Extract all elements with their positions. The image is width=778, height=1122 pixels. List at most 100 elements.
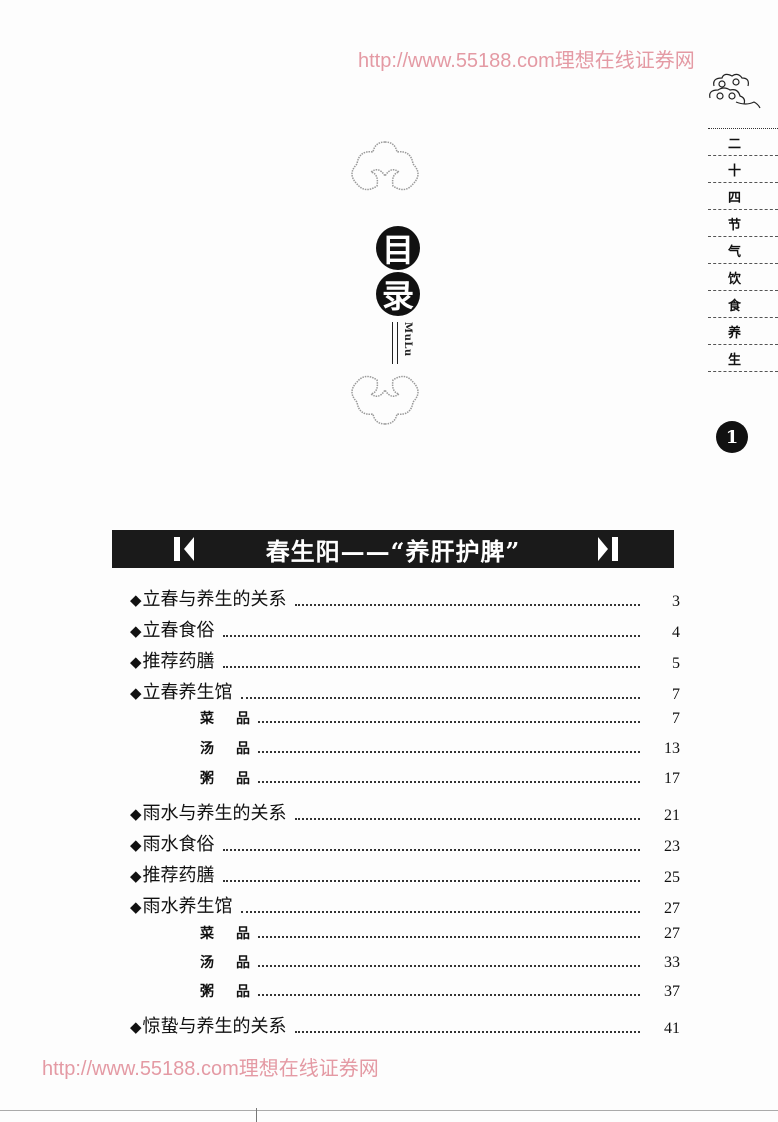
toc-subentry[interactable]: 汤 品 13 bbox=[130, 738, 680, 758]
toc-subentry[interactable]: 菜 品 27 bbox=[130, 923, 680, 943]
diamond-bullet-icon: ◆ bbox=[130, 898, 142, 916]
leader-dots bbox=[222, 666, 640, 668]
leader-dots bbox=[258, 721, 640, 723]
leader-dots bbox=[258, 936, 640, 938]
toc-entry-label: 立春与养生的关系 bbox=[142, 589, 287, 610]
toc-entry[interactable]: ◆立春食俗 4 bbox=[130, 616, 680, 642]
toc-entry-page: 23 bbox=[664, 838, 680, 855]
side-char: 四 bbox=[708, 183, 778, 210]
toc-subentry[interactable]: 粥 品 37 bbox=[130, 981, 680, 1001]
diamond-bullet-icon: ◆ bbox=[130, 805, 142, 823]
cloud-ornament-icon bbox=[351, 141, 419, 191]
page-number-badge: 1 bbox=[716, 421, 748, 453]
toc-entry-page: 41 bbox=[664, 1020, 680, 1037]
toc-entry-label: 雨水与养生的关系 bbox=[142, 803, 287, 824]
diamond-bullet-icon: ◆ bbox=[130, 653, 142, 671]
leader-dots bbox=[258, 781, 640, 783]
toc-entry-page: 3 bbox=[672, 593, 680, 610]
toc-entry-page: 7 bbox=[672, 686, 680, 703]
toc-entry-page: 5 bbox=[672, 655, 680, 672]
toc-subentry-label: 菜 bbox=[200, 711, 214, 727]
toc-entry-page: 21 bbox=[664, 807, 680, 824]
diamond-bullet-icon: ◆ bbox=[130, 1018, 142, 1036]
toc-entry[interactable]: ◆雨水与养生的关系 21 bbox=[130, 799, 680, 825]
toc-subentry-label: 品 bbox=[236, 771, 250, 787]
side-char: 生 bbox=[708, 345, 778, 372]
side-char: 节 bbox=[708, 210, 778, 237]
watermark-bottom-link[interactable]: http://www.55188.com理想在线证券网 bbox=[42, 1058, 379, 1080]
toc-entry-label: 推荐药膳 bbox=[142, 865, 215, 886]
toc-subentry-label: 粥 bbox=[200, 771, 214, 787]
toc-entry[interactable]: ◆惊蛰与养生的关系 41 bbox=[130, 1012, 680, 1038]
toc-entry-label: 立春食俗 bbox=[142, 620, 215, 641]
toc-entry-page: 4 bbox=[672, 624, 680, 641]
leader-dots bbox=[258, 994, 640, 996]
cloud-ornament-icon bbox=[351, 375, 419, 425]
toc-subentry-label: 品 bbox=[236, 984, 250, 1000]
toc-entry[interactable]: ◆推荐药膳 5 bbox=[130, 647, 680, 673]
toc-entry-page: 7 bbox=[672, 710, 680, 727]
section-title: 春生阳——“养肝护脾” bbox=[265, 536, 521, 566]
toc-entry-page: 27 bbox=[664, 900, 680, 917]
diamond-bullet-icon: ◆ bbox=[130, 867, 142, 885]
emblem-char-mu: 目 bbox=[376, 226, 420, 270]
leader-dots bbox=[294, 1031, 640, 1033]
toc-entry-label: 惊蛰与养生的关系 bbox=[142, 1016, 287, 1037]
toc-entry-label: 推荐药膳 bbox=[142, 651, 215, 672]
leader-dots bbox=[222, 635, 640, 637]
side-char: 气 bbox=[708, 237, 778, 264]
toc-entry-page: 13 bbox=[664, 740, 680, 757]
side-char: 食 bbox=[708, 291, 778, 318]
toc-subentry-label: 粥 bbox=[200, 984, 214, 1000]
toc-subentry-label: 品 bbox=[236, 741, 250, 757]
leader-dots bbox=[258, 751, 640, 753]
toc-entry[interactable]: ◆推荐药膳 25 bbox=[130, 861, 680, 887]
toc-subentry[interactable]: 汤品 33 bbox=[130, 952, 680, 972]
page-bottom-rule bbox=[0, 1110, 778, 1111]
toc-entry-page: 33 bbox=[664, 954, 680, 971]
emblem-pinyin: MuLu bbox=[402, 322, 413, 357]
diamond-bullet-icon: ◆ bbox=[130, 684, 142, 702]
side-char: 养 bbox=[708, 318, 778, 345]
toc-subentry-label: 品 bbox=[236, 711, 250, 727]
left-bracket-icon bbox=[174, 537, 194, 561]
leader-dots bbox=[294, 818, 640, 820]
toc-entry-label: 雨水养生馆 bbox=[142, 896, 233, 917]
toc-subentry-label: 菜 bbox=[200, 926, 214, 942]
leader-dots bbox=[222, 849, 640, 851]
toc-entry-page: 27 bbox=[664, 925, 680, 942]
watermark-top-link[interactable]: http://www.55188.com理想在线证券网 bbox=[358, 50, 695, 72]
toc-entry[interactable]: ◆雨水养生馆 27 bbox=[130, 892, 680, 918]
side-char: 二 bbox=[708, 129, 778, 156]
leader-dots bbox=[240, 697, 640, 699]
toc-subentry-label: 品 bbox=[236, 926, 250, 942]
toc-entry[interactable]: ◆雨水食俗 23 bbox=[130, 830, 680, 856]
page-bottom-tick bbox=[256, 1108, 257, 1122]
side-char: 饮 bbox=[708, 264, 778, 291]
toc-entry-label: 立春养生馆 bbox=[142, 682, 233, 703]
side-char: 十 bbox=[708, 156, 778, 183]
leader-dots bbox=[294, 604, 640, 606]
side-book-title-tab: 二 十 四 节 气 饮 食 养 生 bbox=[708, 128, 778, 372]
emblem-char-lu: 录 bbox=[376, 272, 420, 316]
leader-dots bbox=[240, 911, 640, 913]
toc-subentry[interactable]: 粥 品 17 bbox=[130, 768, 680, 788]
double-rule bbox=[392, 322, 398, 364]
diamond-bullet-icon: ◆ bbox=[130, 591, 142, 609]
cloud-ornament-icon bbox=[709, 73, 761, 109]
right-bracket-icon bbox=[598, 537, 618, 561]
leader-dots bbox=[258, 965, 640, 967]
toc-subentry[interactable]: 菜 品 7 bbox=[130, 708, 680, 728]
toc-subentry-label: 汤 bbox=[200, 741, 214, 757]
diamond-bullet-icon: ◆ bbox=[130, 836, 142, 854]
toc-entry[interactable]: ◆立春与养生的关系 3 bbox=[130, 585, 680, 611]
toc-entry-page: 25 bbox=[664, 869, 680, 886]
leader-dots bbox=[222, 880, 640, 882]
section-banner: 春生阳——“养肝护脾” bbox=[112, 530, 674, 568]
diamond-bullet-icon: ◆ bbox=[130, 622, 142, 640]
toc-entry-page: 17 bbox=[664, 770, 680, 787]
toc-subentry-label: 汤 bbox=[200, 955, 214, 971]
toc-entry-label: 雨水食俗 bbox=[142, 834, 215, 855]
toc-entry-page: 37 bbox=[664, 983, 680, 1000]
toc-entry[interactable]: ◆立春养生馆 7 bbox=[130, 678, 680, 704]
